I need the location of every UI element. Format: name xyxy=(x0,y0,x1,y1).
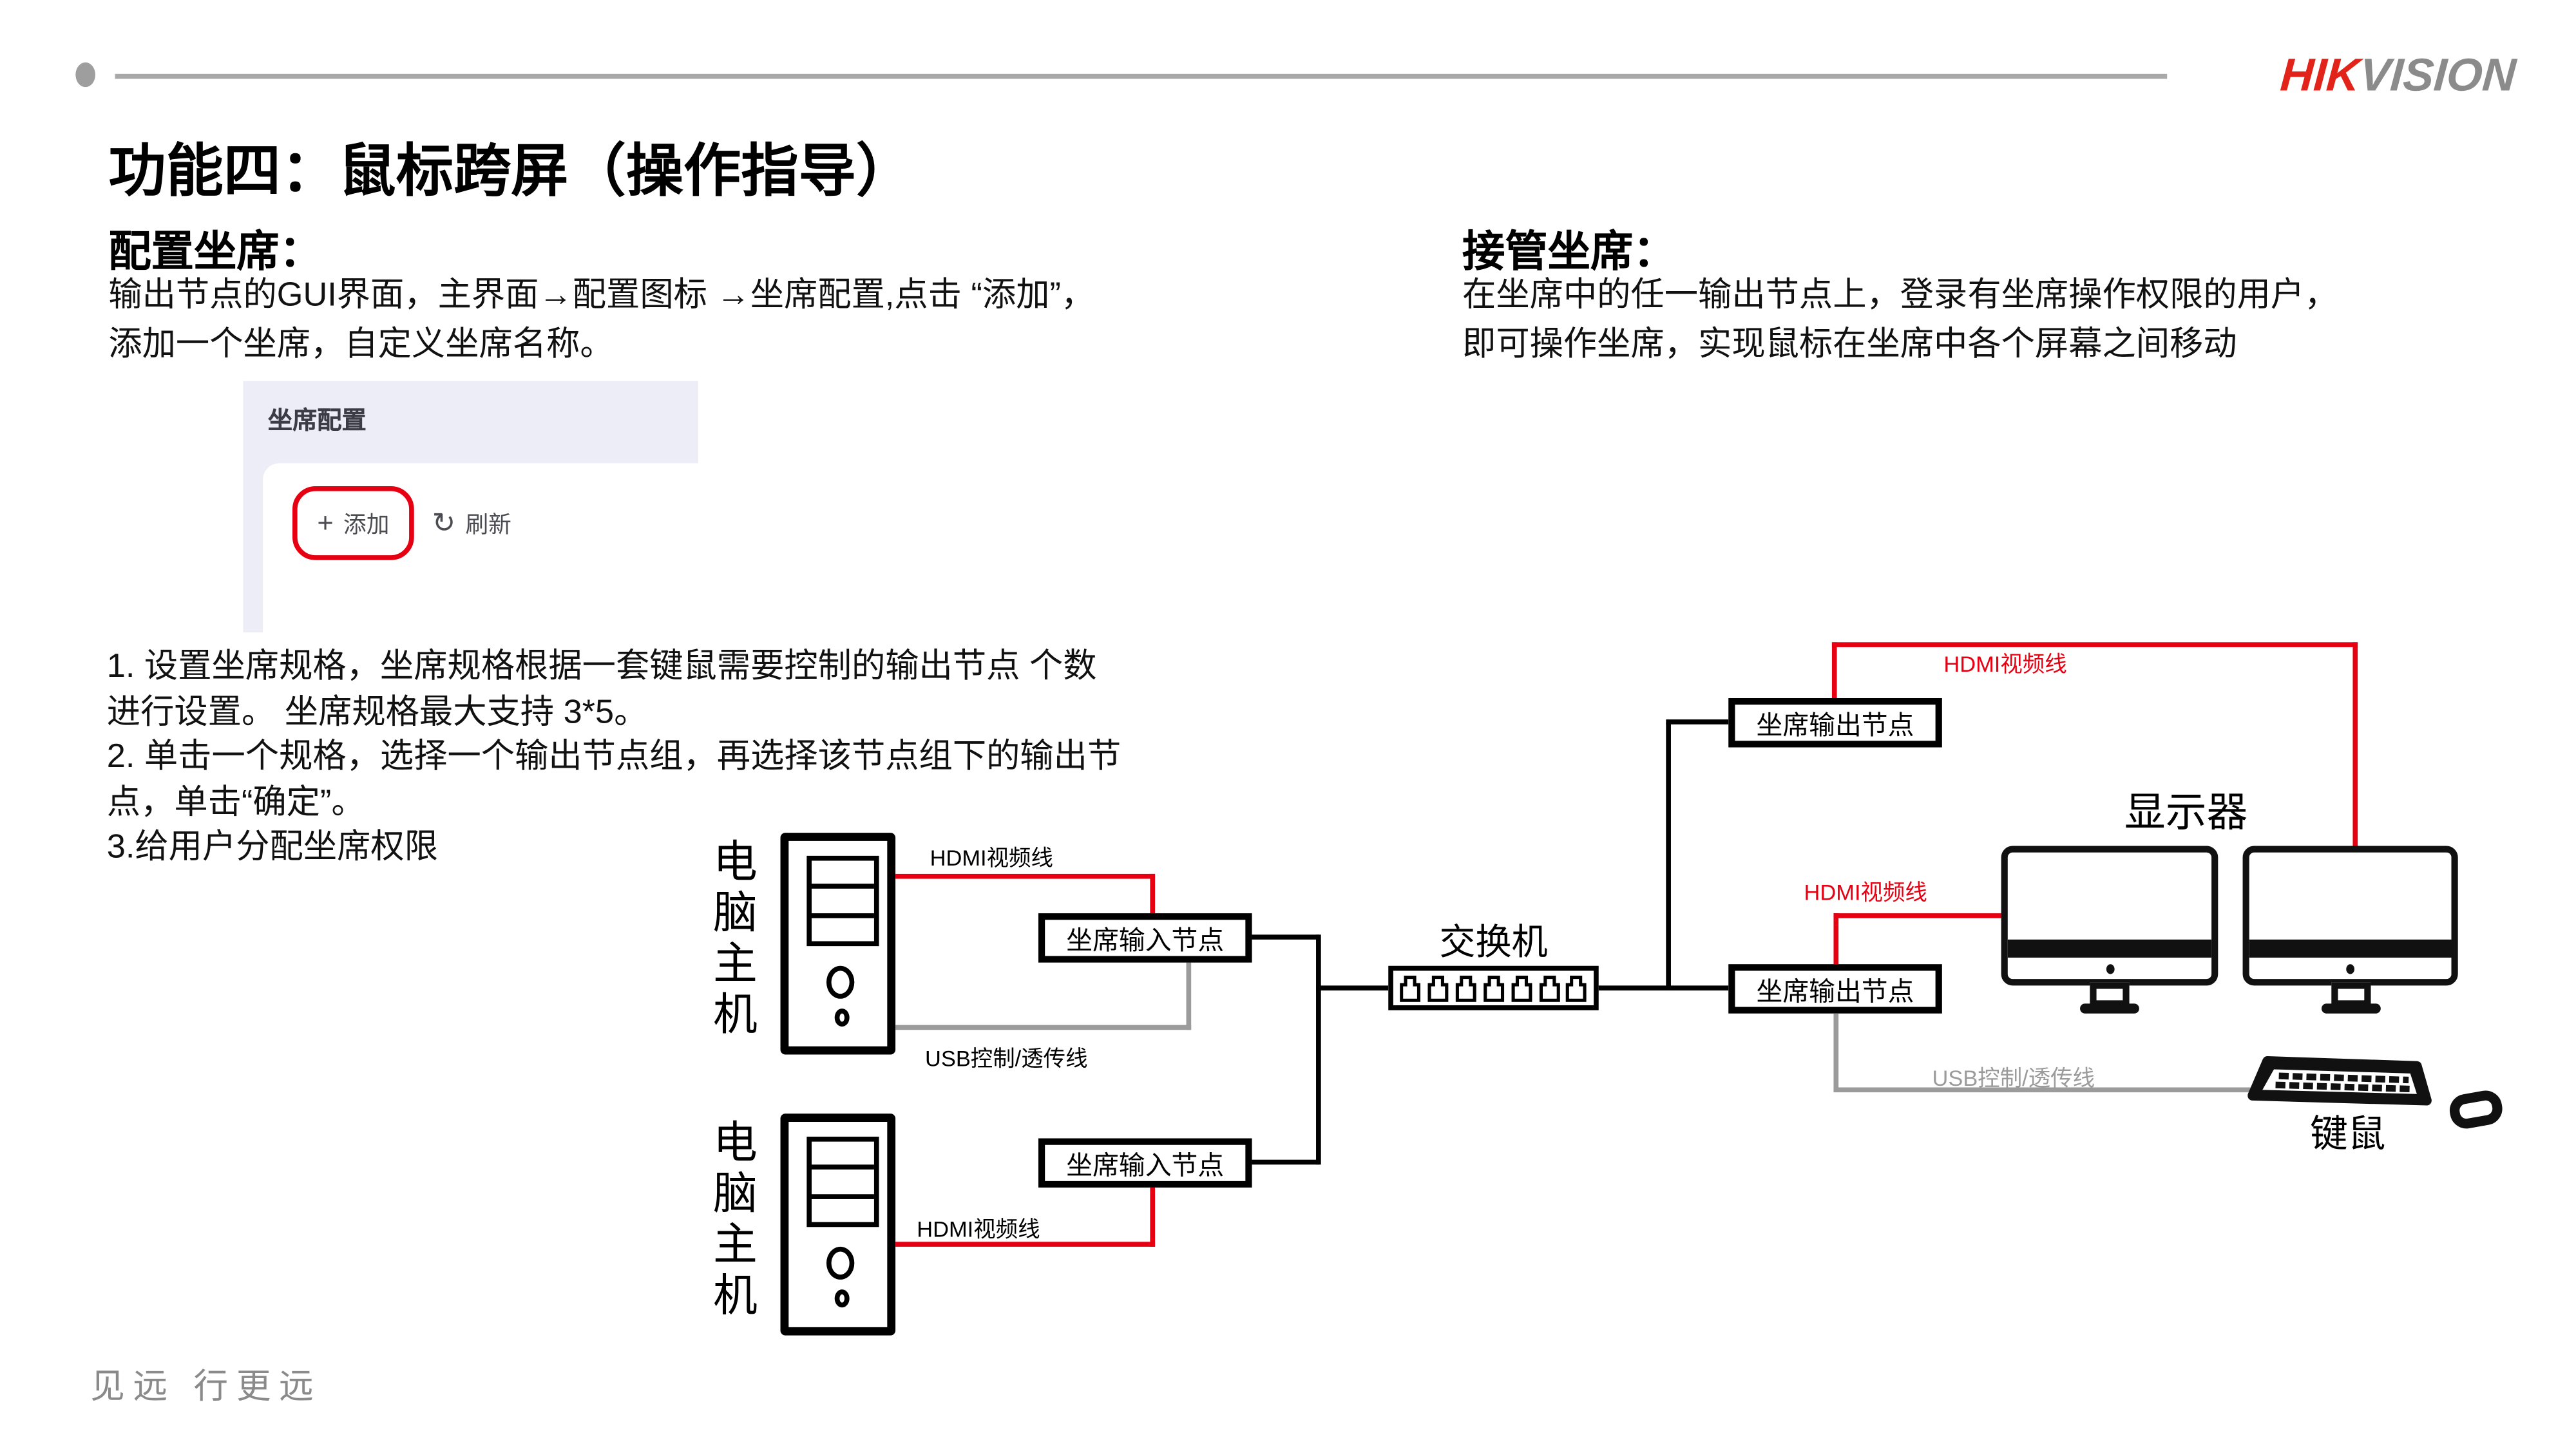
net-line-to-out1 xyxy=(1666,719,1729,724)
hdmi-cable-pc2-h xyxy=(895,1242,1156,1247)
monitor-label: 显示器 xyxy=(2124,790,2248,837)
kb-mouse-label: 键鼠 xyxy=(2310,1112,2386,1155)
logo-vision: VISION xyxy=(2358,49,2518,100)
keyboard-icon xyxy=(2247,1054,2435,1122)
net-trunk-left xyxy=(1316,934,1321,1165)
configure-body: 输出节点的GUI界面，主界面→配置图标 →坐席配置,点击 “添加”， 添加一个坐… xyxy=(108,271,1094,370)
hdmi-label-pc1: HDMI视频线 xyxy=(930,846,1053,871)
net-trunk-right xyxy=(1666,723,1671,991)
step-line-5: 3.给用户分配坐席权限 xyxy=(106,828,439,866)
seat-config-panel: 坐席配置 + 添加 ↻ 刷新 xyxy=(243,381,699,632)
mouse-icon xyxy=(2447,1088,2505,1132)
net-line-to-switch xyxy=(1316,985,1389,991)
logo-hik: HIK xyxy=(2278,49,2362,100)
takeover-line1: 在坐席中的任一输出节点上，登录有坐席操作权限的用户， xyxy=(1462,276,2338,314)
step-line-1: 1. 设置坐席规格，坐席规格根据一套键鼠需要控制的输出节点 个数 xyxy=(106,647,1097,685)
usb-cable-pc1-v xyxy=(1186,959,1192,1030)
configure-line2: 添加一个坐席，自定义坐席名称。 xyxy=(108,325,614,363)
plus-icon: + xyxy=(317,506,334,538)
takeover-body: 在坐席中的任一输出节点上，登录有坐席操作权限的用户， 即可操作坐席，实现鼠标在坐… xyxy=(1462,271,2338,370)
hdmi-label-out2: HDMI视频线 xyxy=(1804,880,1927,905)
power-button-icon xyxy=(826,1246,855,1280)
hdmi-label-pc2: HDMI视频线 xyxy=(917,1217,1040,1242)
input-node-2: 坐席输入节点 xyxy=(1038,1138,1252,1188)
step-line-2: 进行设置。 坐席规格最大支持 3*5。 xyxy=(106,692,648,730)
hdmi-out1-v2 xyxy=(2352,642,2358,846)
hdmi-out2-h xyxy=(1833,913,2001,918)
switch-ports-icon xyxy=(1400,975,1587,1001)
input-node-1: 坐席输入节点 xyxy=(1038,913,1252,963)
usb-cable-pc1-h xyxy=(895,1025,1192,1030)
usb-out-h xyxy=(1833,1087,2255,1093)
panel-title: 坐席配置 xyxy=(267,407,367,435)
pc1-label: 电脑主机 xyxy=(706,837,756,1042)
refresh-icon: ↻ xyxy=(432,507,456,539)
net-line-to-out2 xyxy=(1598,985,1729,991)
pc1-tower-icon xyxy=(780,833,896,1055)
led-icon xyxy=(834,1289,850,1308)
switch-icon xyxy=(1388,965,1599,1010)
step-line-3: 2. 单击一个规格，选择一个输出节点组，再选择该节点组下的输出节 xyxy=(106,737,1121,775)
monitor-right-icon xyxy=(2242,846,2458,1014)
hdmi-out1-v1 xyxy=(1831,642,1837,699)
usb-out-v xyxy=(1833,1013,1839,1091)
drive-bays-icon xyxy=(806,855,879,947)
hdmi-label-out1: HDMI视频线 xyxy=(1943,652,2067,677)
hdmi-out1-h xyxy=(1831,642,2358,647)
usb-label-out: USB控制/透传线 xyxy=(1932,1066,2095,1091)
hdmi-cable-pc2-v xyxy=(1150,1184,1156,1247)
hdmi-cable-pc1-h xyxy=(895,873,1156,879)
page-title: 功能四：鼠标跨屏（操作指导） xyxy=(108,139,914,204)
add-button[interactable]: + 添加 xyxy=(292,486,414,560)
configure-heading: 配置坐席： xyxy=(108,226,322,276)
hdmi-out2-v xyxy=(1833,913,1839,965)
takeover-line2: 即可操作坐席，实现鼠标在坐席中各个屏幕之间移动 xyxy=(1462,325,2237,363)
footer-slogan: 见远 行更远 xyxy=(90,1368,322,1406)
net-line-in1 xyxy=(1252,934,1320,940)
header-dot xyxy=(75,62,95,88)
output-node-2: 坐席输出节点 xyxy=(1728,964,1942,1014)
steps-list: 1. 设置坐席规格，坐席规格根据一套键鼠需要控制的输出节点 个数 进行设置。 坐… xyxy=(107,644,1121,870)
power-button-icon xyxy=(826,965,855,999)
refresh-button-label: 刷新 xyxy=(465,511,511,538)
step-line-4: 点，单击“确定”。 xyxy=(106,782,365,821)
configure-line1: 输出节点的GUI界面，主界面→配置图标 →坐席配置,点击 “添加”， xyxy=(108,276,1095,314)
header-rule xyxy=(115,73,2168,79)
net-line-in2 xyxy=(1252,1159,1320,1165)
switch-label: 交换机 xyxy=(1439,921,1548,963)
output-node-1: 坐席输出节点 xyxy=(1728,698,1942,748)
hdmi-cable-pc1-v xyxy=(1150,873,1156,917)
refresh-button[interactable]: ↻ 刷新 xyxy=(432,504,511,544)
drive-bays-icon xyxy=(806,1137,879,1227)
led-icon xyxy=(834,1009,850,1027)
add-button-label: 添加 xyxy=(343,509,390,536)
pc2-label: 电脑主机 xyxy=(706,1118,756,1323)
takeover-heading: 接管坐席： xyxy=(1462,226,1676,276)
panel-content: + 添加 ↻ 刷新 xyxy=(263,463,699,632)
monitor-left-icon xyxy=(2001,846,2218,1014)
pc2-tower-icon xyxy=(780,1113,896,1336)
hikvision-logo: HIKVISION xyxy=(2278,49,2518,102)
usb-label-pc1: USB控制/透传线 xyxy=(924,1046,1088,1071)
